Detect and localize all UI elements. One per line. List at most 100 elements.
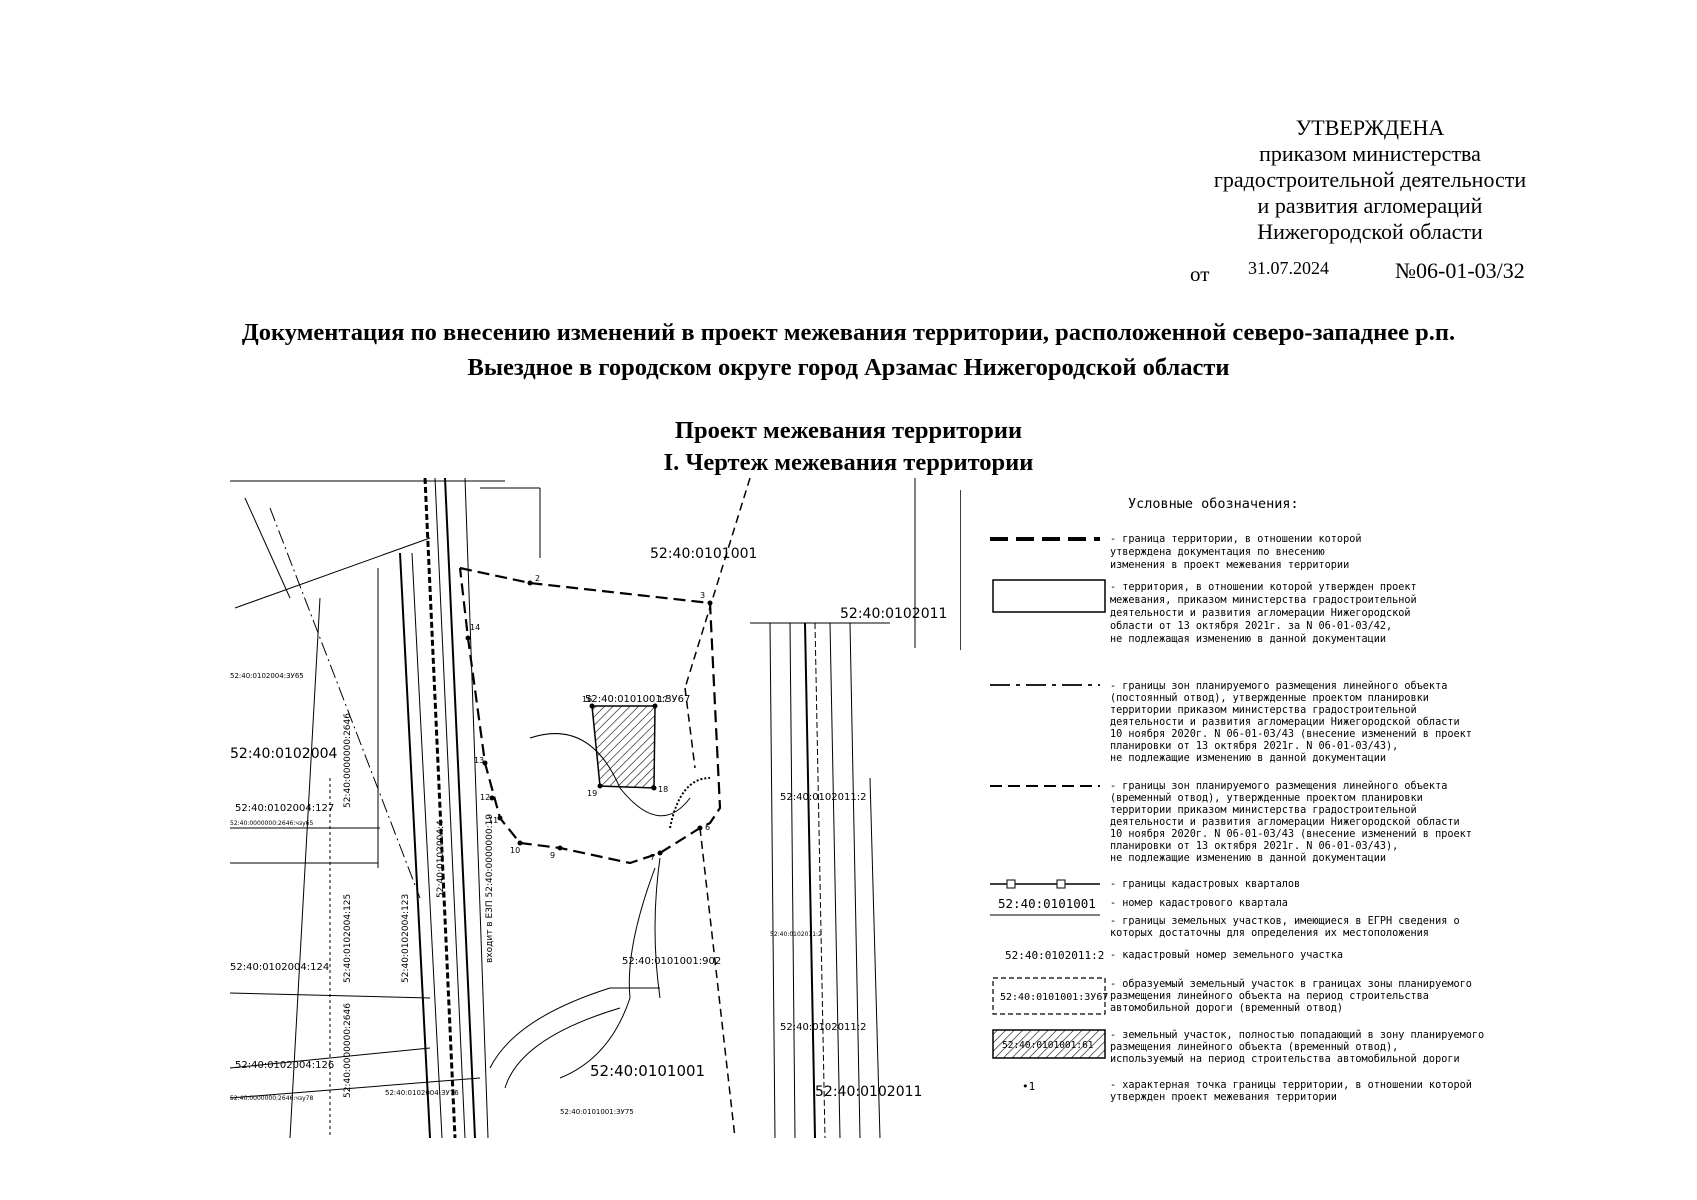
svg-text:не подлежащая изменению в данн: не подлежащая изменению в данной докумен… bbox=[1110, 633, 1386, 645]
boundary-points: 2 3 6 7 9 10 11 12 13 14 16 17 18 19 bbox=[465, 574, 713, 862]
legend-item-6: - границы земельных участков, имеющиеся … bbox=[1110, 916, 1460, 939]
svg-text:утвержден проект межевания тер: утвержден проект межевания территории bbox=[1110, 1092, 1337, 1103]
legend-sample-hatched-parcel: 52:40:0101001:61 bbox=[1002, 1040, 1094, 1051]
svg-text:размещения линейного объекта н: размещения линейного объекта на период с… bbox=[1110, 990, 1429, 1002]
svg-text:планировки от 13 октября 2021г: планировки от 13 октября 2021г. N 06-01-… bbox=[1110, 740, 1398, 752]
map-label-parcel-2646-v2: 52:40:0000000:2646 bbox=[343, 1003, 353, 1098]
legend-item-0: - граница территории, в отношении которо… bbox=[1110, 533, 1361, 571]
point-label-19: 19 bbox=[587, 789, 597, 798]
approval-heading: УТВЕРЖДЕНА bbox=[1295, 115, 1445, 140]
svg-text:которых достаточны для определ: которых достаточны для определения их ме… bbox=[1110, 928, 1429, 939]
map-label-parcel-2646-v1: 52:40:0000000:2646 bbox=[343, 713, 353, 808]
map-label-parcel-chzu65: 52:40:0000000:2646:чзу65 bbox=[230, 820, 313, 827]
legend-sample-formed-parcel: 52:40:0101001:ЗУ67 bbox=[1000, 992, 1108, 1003]
point-label-17: 17 bbox=[658, 695, 668, 704]
legend-symbol-approved-territory bbox=[992, 579, 1106, 613]
svg-text:не подлежащие изменению в данн: не подлежащие изменению в данной докумен… bbox=[1110, 852, 1386, 864]
map-label-parcel-zu67: 52:40:0101001:ЗУ67 bbox=[585, 694, 690, 705]
svg-text:автомобильной дороги (временны: автомобильной дороги (временный отвод) bbox=[1110, 1002, 1343, 1014]
map-label-block-north: 52:40:0101001 bbox=[650, 546, 757, 562]
legend-item-7: - кадастровый номер земельного участка bbox=[1110, 949, 1343, 961]
map-label-block-southeast: 52:40:0102011 bbox=[815, 1084, 922, 1100]
point-label-14: 14 bbox=[470, 623, 480, 632]
svg-text:10 ноября 2020г. N 06-01-03/43: 10 ноября 2020г. N 06-01-03/43 (внесение… bbox=[1110, 828, 1472, 840]
svg-text:территории приказом министерст: территории приказом министерства градост… bbox=[1110, 804, 1417, 816]
legend-symbol-hatched-parcel bbox=[992, 1029, 1106, 1059]
map-label-parcel-902: 52:40:0101001:902 bbox=[622, 956, 721, 967]
point-label-13: 13 bbox=[474, 756, 484, 765]
point-label-2: 2 bbox=[535, 574, 540, 583]
approval-line-2: градостроительной деятельности bbox=[1213, 167, 1527, 192]
point-label-6: 6 bbox=[705, 823, 710, 832]
legend-item-1: - территория, в отношении которой утверж… bbox=[1110, 581, 1417, 645]
svg-text:- земельный участок, полностью: - земельный участок, полностью попадающи… bbox=[1110, 1029, 1484, 1041]
approval-line-1: приказом министерства bbox=[1259, 141, 1481, 166]
legend-item-8: - образуемый земельный участок в граница… bbox=[1110, 978, 1472, 1014]
legend-symbol-formed-parcel bbox=[992, 977, 1106, 1015]
legend-sample-parcel-number: 52:40:0102011:2 bbox=[1005, 949, 1104, 962]
point-label-9: 9 bbox=[550, 851, 555, 860]
map-label-parcel-124: 52:40:0102004:124 bbox=[230, 962, 329, 973]
map-legend: Условные обозначения: - граница территор… bbox=[960, 490, 1484, 1103]
map-label-line-v: входит в ЕЗП 52:40:0000000:19 bbox=[485, 814, 495, 963]
legend-item-2: - границы зон планируемого размещения ли… bbox=[1110, 680, 1472, 764]
svg-text:планировки от 13 октября 2021г: планировки от 13 октября 2021г. N 06-01-… bbox=[1110, 840, 1398, 852]
cadastral-map: 52:40:0101001 52:40:0102011 52:40:010200… bbox=[230, 478, 947, 1138]
hatched-parcel bbox=[591, 705, 656, 789]
map-label-parcel-zu76: 52:40:0102004:ЗУ76 bbox=[385, 1089, 459, 1097]
svg-text:- границы земельных участков,: - границы земельных участков, имеющиеся … bbox=[1110, 916, 1460, 927]
svg-text:используемый на период строите: используемый на период строительства авт… bbox=[1110, 1053, 1460, 1065]
map-label-small-right: 52:40:0102011:2 bbox=[770, 931, 822, 938]
document-title-line-1: Документация по внесению изменений в про… bbox=[241, 319, 1456, 346]
legend-symbol-cadastral-block-boundary bbox=[990, 879, 1100, 889]
map-label-parcel-125-v: 52:40:0102004:125 bbox=[343, 894, 353, 983]
svg-text:- граница территории, в отноше: - граница территории, в отношении которо… bbox=[1110, 533, 1361, 545]
map-label-parcel-127: 52:40:0102004:127 bbox=[235, 803, 334, 814]
map-label-parcel-1122: 52:40:0102011:2 bbox=[780, 792, 866, 803]
map-label-parcel-126: 52:40:0102004:126 bbox=[235, 1060, 334, 1071]
map-label-block-west: 52:40:0102004 bbox=[230, 746, 338, 762]
legend-item-5: - номер кадастрового квартала bbox=[1110, 898, 1288, 909]
point-label-16: 16 bbox=[582, 695, 592, 704]
svg-text:(временный отвод), утвержденны: (временный отвод), утвержденные проектом… bbox=[1110, 792, 1423, 804]
svg-text:деятельности и развития агломе: деятельности и развития агломерации Ниже… bbox=[1110, 607, 1411, 619]
map-label-block-east: 52:40:0102011 bbox=[840, 606, 947, 622]
approval-block: УТВЕРЖДЕНА приказом министерства градост… bbox=[1180, 115, 1560, 245]
svg-text:- территория, в отношении кото: - территория, в отношении которой утверж… bbox=[1110, 581, 1417, 593]
section-title: Проект межевания территории bbox=[674, 417, 1023, 444]
svg-text:межевания, приказом министерст: межевания, приказом министерства градост… bbox=[1110, 594, 1417, 606]
map-label-parcel-zu65: 52:40:0102004:ЗУ65 bbox=[230, 672, 304, 680]
svg-text:(постоянный отвод), утвержденн: (постоянный отвод), утвержденные проекто… bbox=[1110, 692, 1429, 704]
map-label-parcel-414-v: 52:40:0102004:4 bbox=[436, 820, 446, 898]
legend-sample-point: •1 bbox=[1022, 1080, 1035, 1093]
point-label-10: 10 bbox=[510, 846, 520, 855]
map-label-parcel-chzu78: 52:40:0000000:2646:чзу78 bbox=[230, 1095, 313, 1102]
svg-text:10 ноября 2020г. N 06-01-03/43: 10 ноября 2020г. N 06-01-03/43 (внесение… bbox=[1110, 728, 1472, 740]
point-label-12: 12 bbox=[480, 793, 490, 802]
approval-date: 31.07.2024 bbox=[1248, 258, 1329, 278]
legend-item-3: - границы зон планируемого размещения ли… bbox=[1110, 780, 1472, 864]
svg-text:- границы зон планируемого раз: - границы зон планируемого размещения ли… bbox=[1110, 780, 1447, 792]
date-prefix: от bbox=[1190, 262, 1210, 286]
svg-text:размещения линейного объекта (: размещения линейного объекта (временный … bbox=[1110, 1041, 1398, 1053]
svg-text:деятельности и развития агломе: деятельности и развития агломерации Ниже… bbox=[1110, 716, 1460, 728]
legend-title: Условные обозначения: bbox=[1128, 496, 1299, 512]
legend-item-10: - характерная точка границы территории, … bbox=[1110, 1079, 1472, 1103]
map-label-parcel-123-v: 52:40:0102004:123 bbox=[401, 894, 411, 983]
svg-text:изменения в проект межевания т: изменения в проект межевания территории bbox=[1110, 560, 1349, 571]
svg-text:- характерная точка границы те: - характерная точка границы территории, … bbox=[1110, 1079, 1472, 1091]
point-label-18: 18 bbox=[658, 785, 668, 794]
legend-item-9: - земельный участок, полностью попадающи… bbox=[1110, 1029, 1484, 1065]
approval-line-4: Нижегородской области bbox=[1257, 219, 1483, 244]
svg-text:области от 13 октября 2021г. з: области от 13 октября 2021г. за N 06-01-… bbox=[1110, 620, 1392, 632]
svg-text:деятельности и развития агломе: деятельности и развития агломерации Ниже… bbox=[1110, 816, 1460, 828]
svg-text:не подлежащие изменению в данн: не подлежащие изменению в данной докумен… bbox=[1110, 752, 1386, 764]
legend-item-4: - границы кадастровых кварталов bbox=[1110, 879, 1300, 890]
legend-sample-block-number: 52:40:0101001 bbox=[998, 896, 1096, 911]
point-label-7: 7 bbox=[650, 853, 655, 862]
territory-boundary bbox=[458, 566, 722, 865]
map-label-block-south: 52:40:0101001 bbox=[590, 1062, 705, 1080]
map-label-parcel-zu75: 52:40:0101001:ЗУ75 bbox=[560, 1108, 634, 1116]
point-label-11: 11 bbox=[488, 816, 498, 825]
drawing-title: I. Чертеж межевания территории bbox=[663, 449, 1034, 476]
